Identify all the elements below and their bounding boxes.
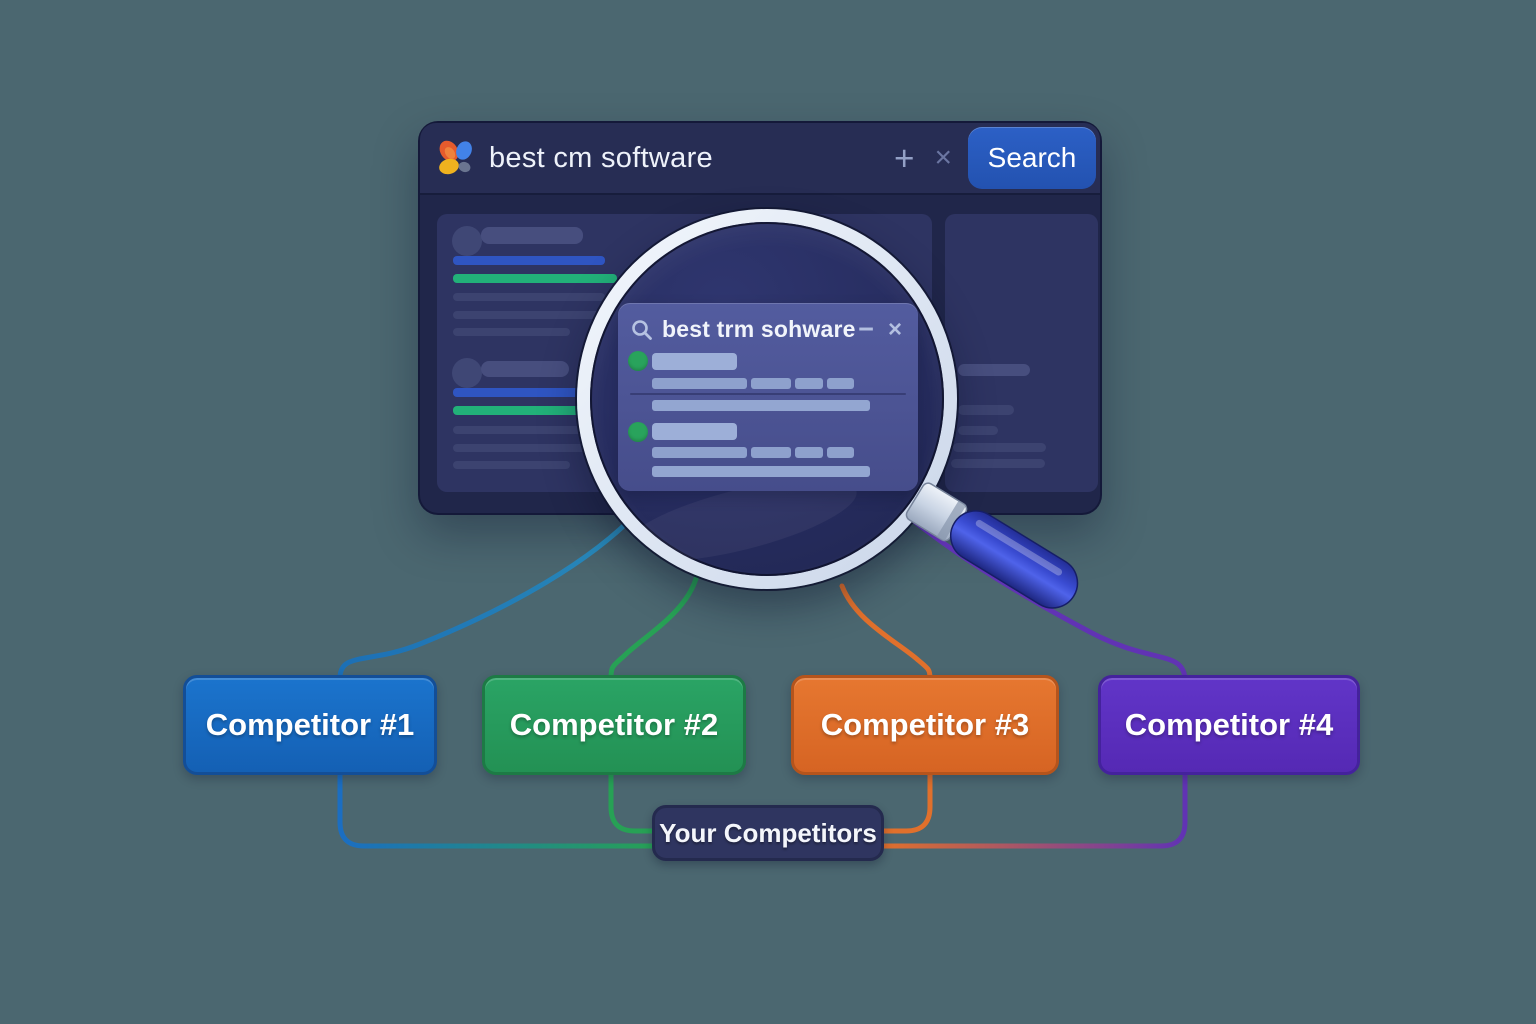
skeleton-result-title xyxy=(652,353,737,370)
skeleton-text-bar xyxy=(958,364,1030,376)
connector-competitor-1-to-hub xyxy=(337,769,659,849)
connector-competitor-2-to-hub xyxy=(608,769,659,834)
skeleton-text-bar xyxy=(453,461,570,469)
skeleton-link-bar-blue xyxy=(453,256,605,265)
new-tab-icon[interactable]: + xyxy=(894,138,915,178)
skeleton-avatar xyxy=(452,358,482,388)
competitor-2-box: Competitor #2 xyxy=(482,675,746,775)
competitor-1-box: Competitor #1 xyxy=(183,675,437,775)
skeleton-result-bar xyxy=(652,447,747,458)
skeleton-result-bar xyxy=(751,447,791,458)
competitor-4-box: Competitor #4 xyxy=(1098,675,1360,775)
search-engine-logo-icon xyxy=(439,140,472,175)
connector-competitor-4-to-hub xyxy=(879,769,1188,849)
your-competitors-badge: Your Competitors xyxy=(652,805,884,861)
skeleton-link-bar-green xyxy=(453,274,617,283)
connector-competitor-3-to-hub xyxy=(879,769,933,834)
handle-grip xyxy=(949,510,1079,609)
connector-lens-to-competitor-3 xyxy=(839,583,933,681)
close-tab-icon[interactable]: × xyxy=(934,141,952,174)
skeleton-avatar xyxy=(452,226,482,256)
search-button[interactable]: Search xyxy=(968,127,1096,189)
skeleton-title-bar xyxy=(481,361,569,377)
connector-lens-to-competitor-1 xyxy=(337,495,653,680)
skeleton-text-bar xyxy=(953,443,1046,452)
skeleton-result-bar-wide xyxy=(652,466,870,477)
connector-lens-to-competitor-2 xyxy=(608,567,701,681)
search-icon xyxy=(632,319,652,340)
skeleton-result-bar-wide xyxy=(652,400,870,411)
magnifier-lens: best trm sohware − × xyxy=(577,209,957,589)
result-dot-icon xyxy=(628,422,648,442)
handle-highlight xyxy=(975,519,1063,576)
close-icon[interactable]: × xyxy=(887,315,902,343)
skeleton-text-bar xyxy=(453,328,570,336)
skeleton-text-bar xyxy=(958,405,1014,415)
browser-search-bar: best cm software + × Search xyxy=(420,123,1100,193)
skeleton-text-bar xyxy=(453,426,605,434)
magnified-query-text[interactable]: best trm sohware xyxy=(662,316,856,342)
competitor-3-box: Competitor #3 xyxy=(791,675,1059,775)
divider xyxy=(630,393,906,395)
skeleton-link-bar-green xyxy=(453,406,617,415)
skeleton-text-bar xyxy=(958,426,998,435)
minimize-icon[interactable]: − xyxy=(858,314,874,344)
skeleton-result-bar xyxy=(827,447,854,458)
magnified-search-header: best trm sohware − × xyxy=(630,316,906,343)
magnified-search-card: best trm sohware − × xyxy=(618,303,918,491)
skeleton-text-bar xyxy=(453,293,605,301)
skeleton-text-bar xyxy=(453,444,603,452)
connector-lens-to-competitor-4 xyxy=(891,502,1188,681)
skeleton-result-bar xyxy=(827,378,854,389)
skeleton-link-bar-blue xyxy=(453,388,605,397)
search-query-text[interactable]: best cm software xyxy=(489,141,713,174)
skeleton-title-bar xyxy=(481,227,583,244)
skeleton-result-bar xyxy=(795,447,823,458)
skeleton-result-bar xyxy=(795,378,823,389)
skeleton-result-bar xyxy=(652,378,747,389)
magnifier-lens-view: best trm sohware − × xyxy=(590,222,944,576)
skeleton-result-title xyxy=(652,423,737,440)
skeleton-result-bar xyxy=(751,378,791,389)
skeleton-text-bar xyxy=(453,311,603,319)
knowledge-panel xyxy=(945,214,1098,492)
result-dot-icon xyxy=(628,351,648,371)
skeleton-text-bar xyxy=(951,459,1045,468)
